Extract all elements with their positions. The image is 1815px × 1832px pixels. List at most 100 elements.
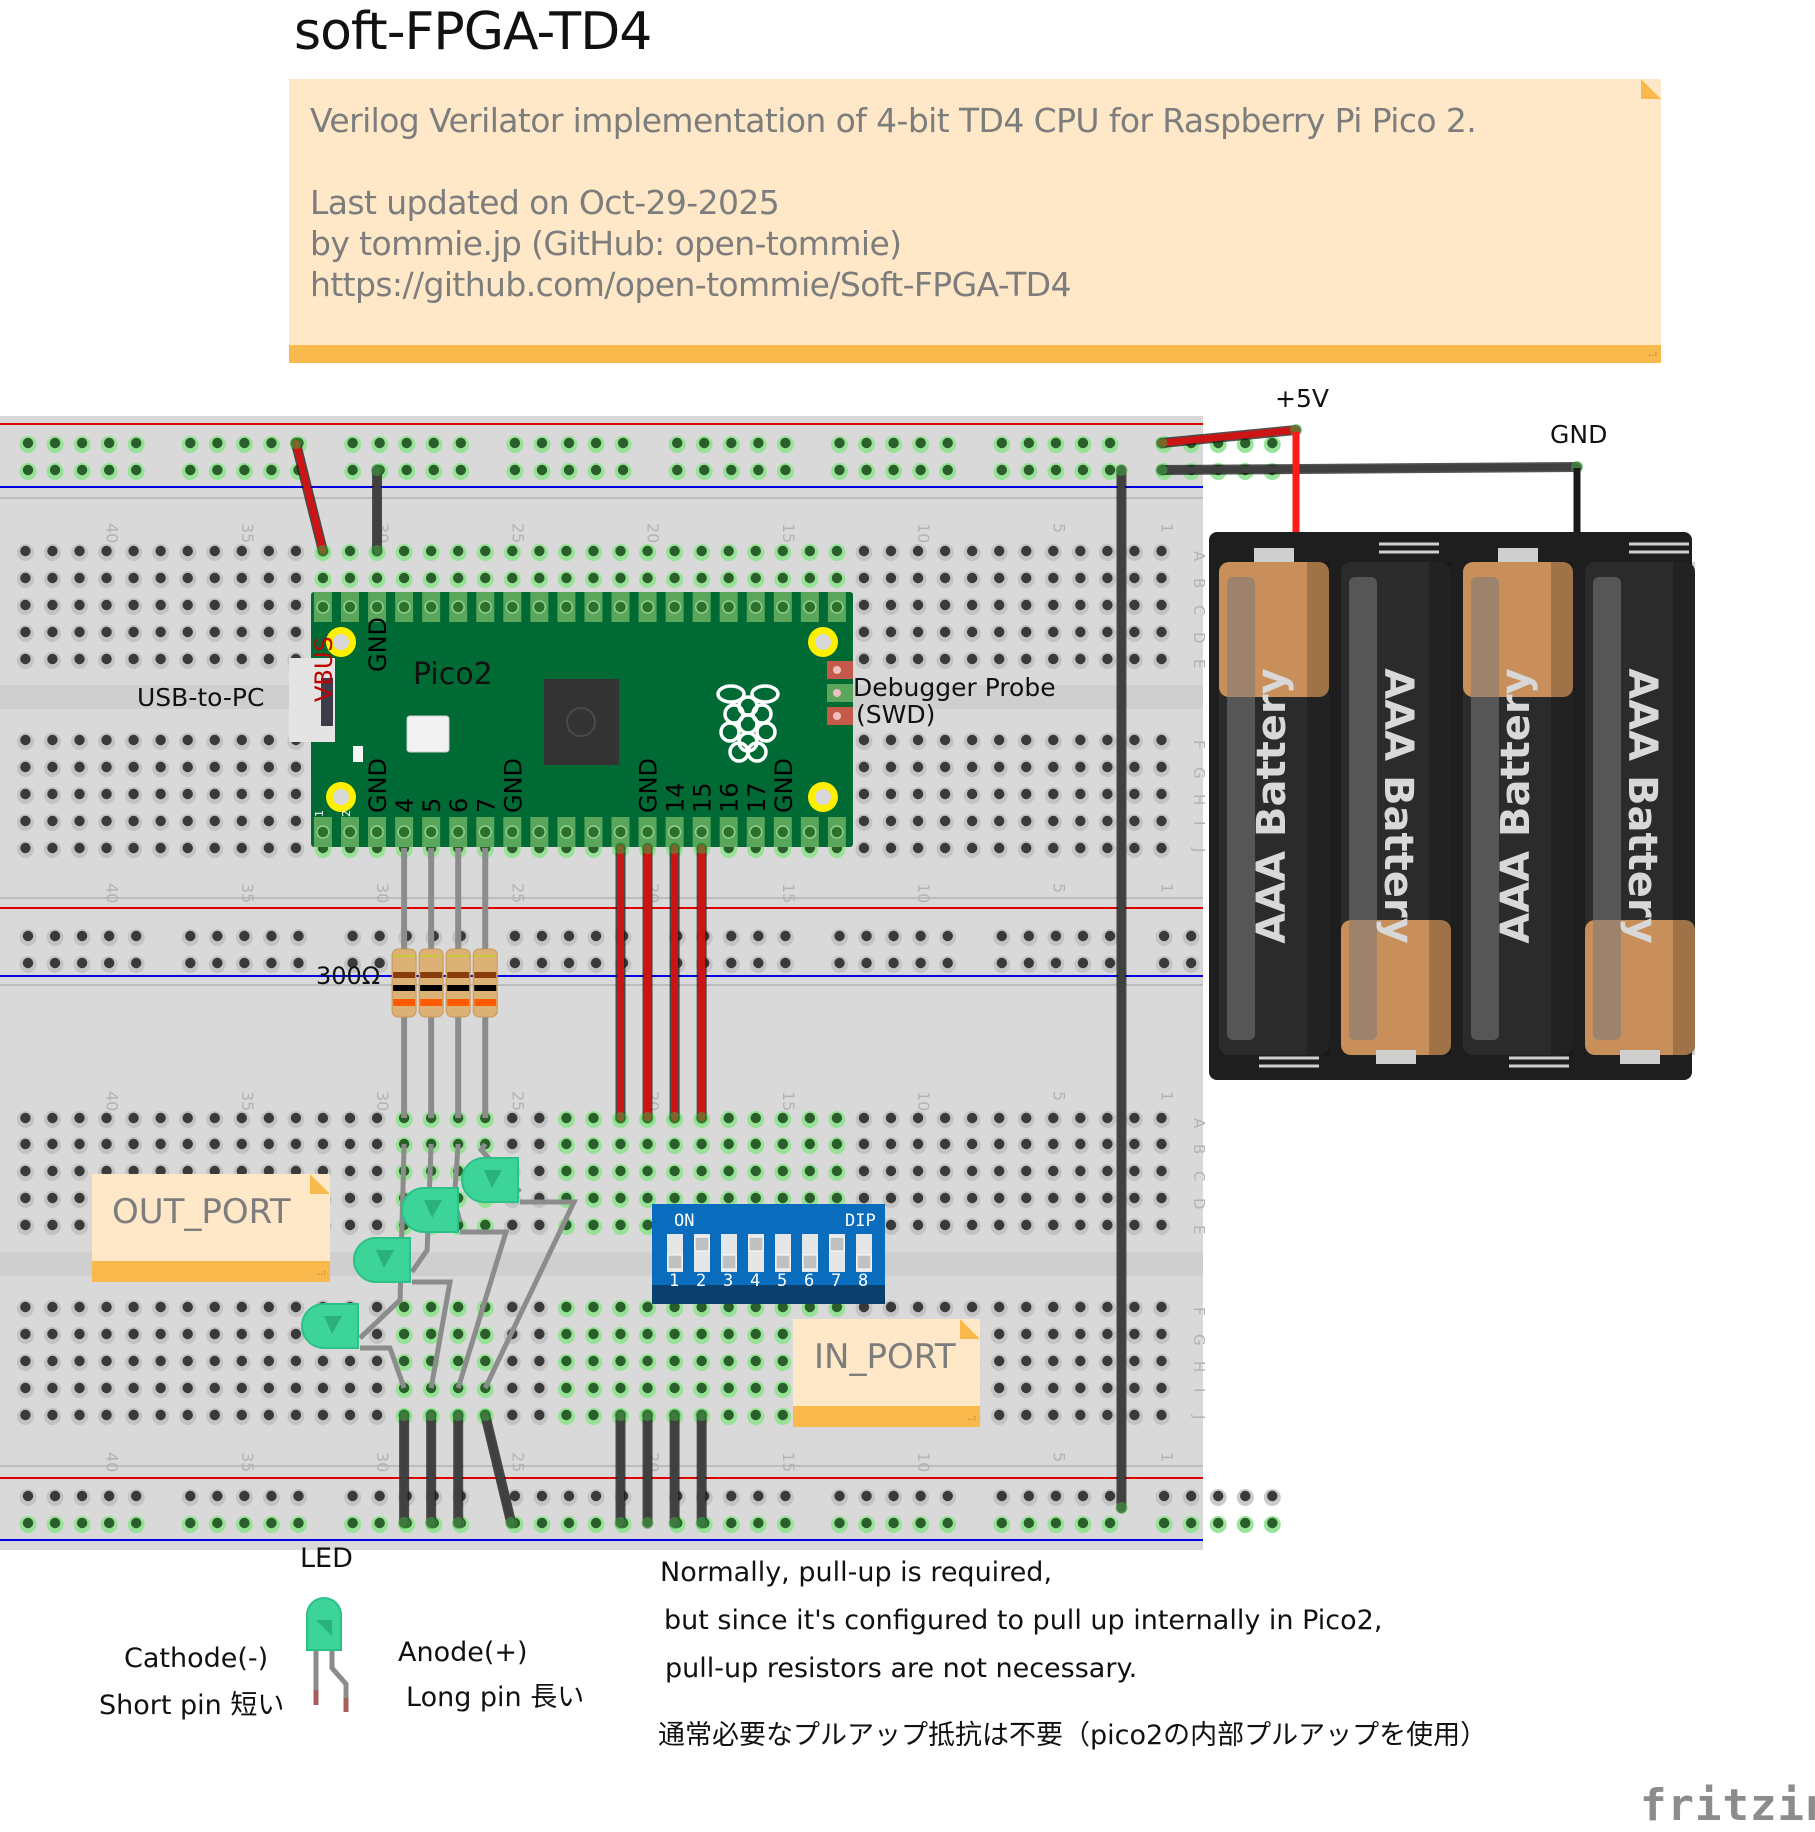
in-port-note[interactable]: IN_PORT ⠠⠴ [793, 1319, 980, 1427]
hole[interactable] [398, 572, 410, 584]
aaa-battery-cell[interactable]: AAA Battery [1463, 548, 1573, 1055]
hole[interactable] [20, 761, 31, 773]
hole[interactable] [1158, 1517, 1170, 1529]
hole[interactable] [939, 1138, 951, 1150]
hole[interactable] [128, 626, 139, 638]
hole[interactable] [994, 788, 1005, 800]
hole[interactable] [20, 1409, 31, 1421]
hole[interactable] [236, 599, 247, 611]
hole[interactable] [182, 599, 193, 611]
hole[interactable] [642, 1328, 653, 1340]
hole[interactable] [1102, 1219, 1113, 1231]
hole[interactable] [750, 1138, 761, 1150]
hole[interactable] [858, 1192, 870, 1204]
hole[interactable] [1102, 1355, 1113, 1367]
hole[interactable] [858, 1301, 870, 1313]
hole[interactable] [780, 437, 791, 449]
hole[interactable] [534, 1409, 545, 1421]
hole[interactable] [777, 1301, 788, 1313]
hole[interactable] [317, 1355, 329, 1367]
hole[interactable] [1075, 842, 1086, 854]
hole[interactable] [777, 1382, 788, 1394]
hole[interactable] [994, 1219, 1005, 1231]
hole[interactable] [1021, 788, 1032, 800]
hole[interactable] [1048, 599, 1059, 611]
hole[interactable] [777, 1192, 788, 1204]
hole[interactable] [209, 1355, 220, 1367]
dip-toggle-on[interactable] [829, 1236, 845, 1252]
hole[interactable] [615, 1165, 626, 1177]
hole[interactable] [1021, 626, 1032, 638]
hole[interactable] [74, 572, 85, 584]
hole[interactable] [74, 1138, 85, 1150]
hole[interactable] [239, 464, 250, 476]
hole[interactable] [561, 545, 572, 557]
hole[interactable] [615, 545, 626, 557]
hole[interactable] [182, 842, 193, 854]
hole[interactable] [939, 599, 951, 611]
hole[interactable] [209, 1409, 220, 1421]
hole[interactable] [155, 1112, 166, 1124]
hole[interactable] [831, 545, 843, 557]
hole[interactable] [290, 815, 302, 827]
hole[interactable] [780, 930, 791, 942]
hole[interactable] [509, 1490, 521, 1502]
hole[interactable] [1048, 1219, 1059, 1231]
hole[interactable] [128, 572, 139, 584]
hole[interactable] [726, 957, 737, 969]
hole[interactable] [912, 1138, 924, 1150]
hole[interactable] [344, 1192, 356, 1204]
hole[interactable] [155, 572, 166, 584]
hole[interactable] [590, 1490, 602, 1502]
hole[interactable] [209, 626, 220, 638]
hole[interactable] [994, 1409, 1005, 1421]
hole[interactable] [128, 653, 139, 665]
hole[interactable] [293, 1517, 304, 1529]
hole[interactable] [723, 1165, 734, 1177]
hole[interactable] [996, 437, 1007, 449]
hole[interactable] [1185, 930, 1197, 942]
hole[interactable] [425, 572, 437, 584]
hole[interactable] [290, 545, 302, 557]
hole[interactable] [588, 1409, 599, 1421]
hole[interactable] [1048, 1192, 1059, 1204]
hole[interactable] [1021, 1382, 1032, 1394]
hole[interactable] [290, 572, 302, 584]
hole[interactable] [101, 626, 112, 638]
hole[interactable] [1077, 437, 1089, 449]
hole[interactable] [507, 1112, 518, 1124]
hole[interactable] [507, 1138, 518, 1150]
hole[interactable] [74, 653, 85, 665]
hole[interactable] [128, 1112, 139, 1124]
hole[interactable] [1075, 599, 1086, 611]
hole[interactable] [804, 1138, 816, 1150]
hole[interactable] [455, 464, 466, 476]
hole[interactable] [155, 1382, 166, 1394]
hole[interactable] [22, 1490, 34, 1502]
hole[interactable] [20, 842, 31, 854]
hole[interactable] [263, 545, 275, 557]
hole[interactable] [266, 1490, 277, 1502]
hole[interactable] [236, 1355, 247, 1367]
hole[interactable] [22, 930, 34, 942]
hole[interactable] [1075, 1165, 1086, 1177]
hole[interactable] [590, 957, 602, 969]
hole[interactable] [804, 1165, 816, 1177]
hole[interactable] [128, 1382, 139, 1394]
hole[interactable] [885, 572, 897, 584]
hole[interactable] [347, 957, 358, 969]
hole[interactable] [1240, 1517, 1251, 1529]
hole[interactable] [831, 1138, 843, 1150]
hole[interactable] [185, 464, 196, 476]
hole[interactable] [209, 653, 220, 665]
hole[interactable] [344, 572, 356, 584]
hole[interactable] [831, 572, 843, 584]
hole[interactable] [561, 1138, 572, 1150]
hole[interactable] [101, 842, 112, 854]
hole[interactable] [290, 626, 302, 638]
hole[interactable] [128, 1138, 139, 1150]
hole[interactable] [1240, 1490, 1251, 1502]
hole[interactable] [47, 1112, 58, 1124]
hole[interactable] [966, 1165, 978, 1177]
